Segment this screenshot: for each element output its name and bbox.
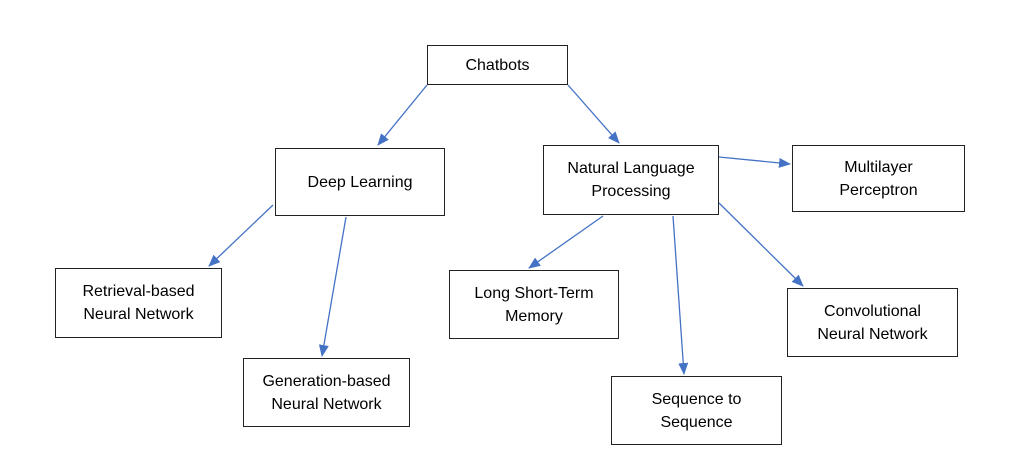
node-seq2seq-label-line1: Sequence to (651, 390, 742, 408)
node-chatbots: Chatbots (427, 45, 568, 85)
node-cnn-label-line1: Convolutional (824, 302, 921, 320)
node-generation-label-line2: Neural Network (271, 395, 382, 413)
node-mlp-label-line1: Multilayer (844, 158, 913, 176)
node-retrieval-label-line1: Retrieval-based (82, 283, 195, 300)
edge-nlp-cnn (718, 202, 804, 287)
node-generation-label-line1: Generation-based (262, 372, 391, 390)
node-lstm-label-line2: Memory (505, 307, 563, 325)
node-generation-based-neural-network: Generation-based Neural Network (243, 358, 410, 427)
node-chatbots-label: Chatbots (465, 56, 530, 74)
node-seq2seq-label-line2: Sequence (660, 413, 733, 431)
node-cnn-label-line2: Neural Network (817, 325, 928, 343)
node-lstm-label-line1: Long Short-Term (474, 284, 594, 302)
edge-nlp-mlp (718, 156, 791, 168)
node-retrieval-label-line2: Neural Network (83, 306, 194, 323)
edge-nlp-seq2seq (672, 215, 689, 375)
node-sequence-to-sequence: Sequence to Sequence (611, 376, 782, 445)
node-multilayer-perceptron: Multilayer Perceptron (792, 145, 965, 212)
node-deep-learning: Deep Learning (275, 148, 445, 216)
node-convolutional-neural-network: Convolutional Neural Network (787, 288, 958, 357)
edge-deep-learning-generation (318, 216, 347, 357)
node-mlp-label-line2: Perceptron (839, 181, 918, 199)
node-nlp-label-line1: Natural Language (567, 160, 695, 177)
edge-nlp-lstm (528, 215, 604, 269)
node-nlp-label-line2: Processing (591, 183, 671, 200)
node-deep-learning-label: Deep Learning (307, 173, 413, 191)
edge-chatbots-deep-learning (377, 84, 428, 146)
node-retrieval-based-neural-network: Retrieval-based Neural Network (55, 268, 222, 338)
node-natural-language-processing: Natural Language Processing (543, 145, 719, 215)
edge-deep-learning-retrieval (208, 204, 274, 267)
node-long-short-term-memory: Long Short-Term Memory (449, 270, 619, 339)
edge-chatbots-nlp (567, 84, 620, 144)
